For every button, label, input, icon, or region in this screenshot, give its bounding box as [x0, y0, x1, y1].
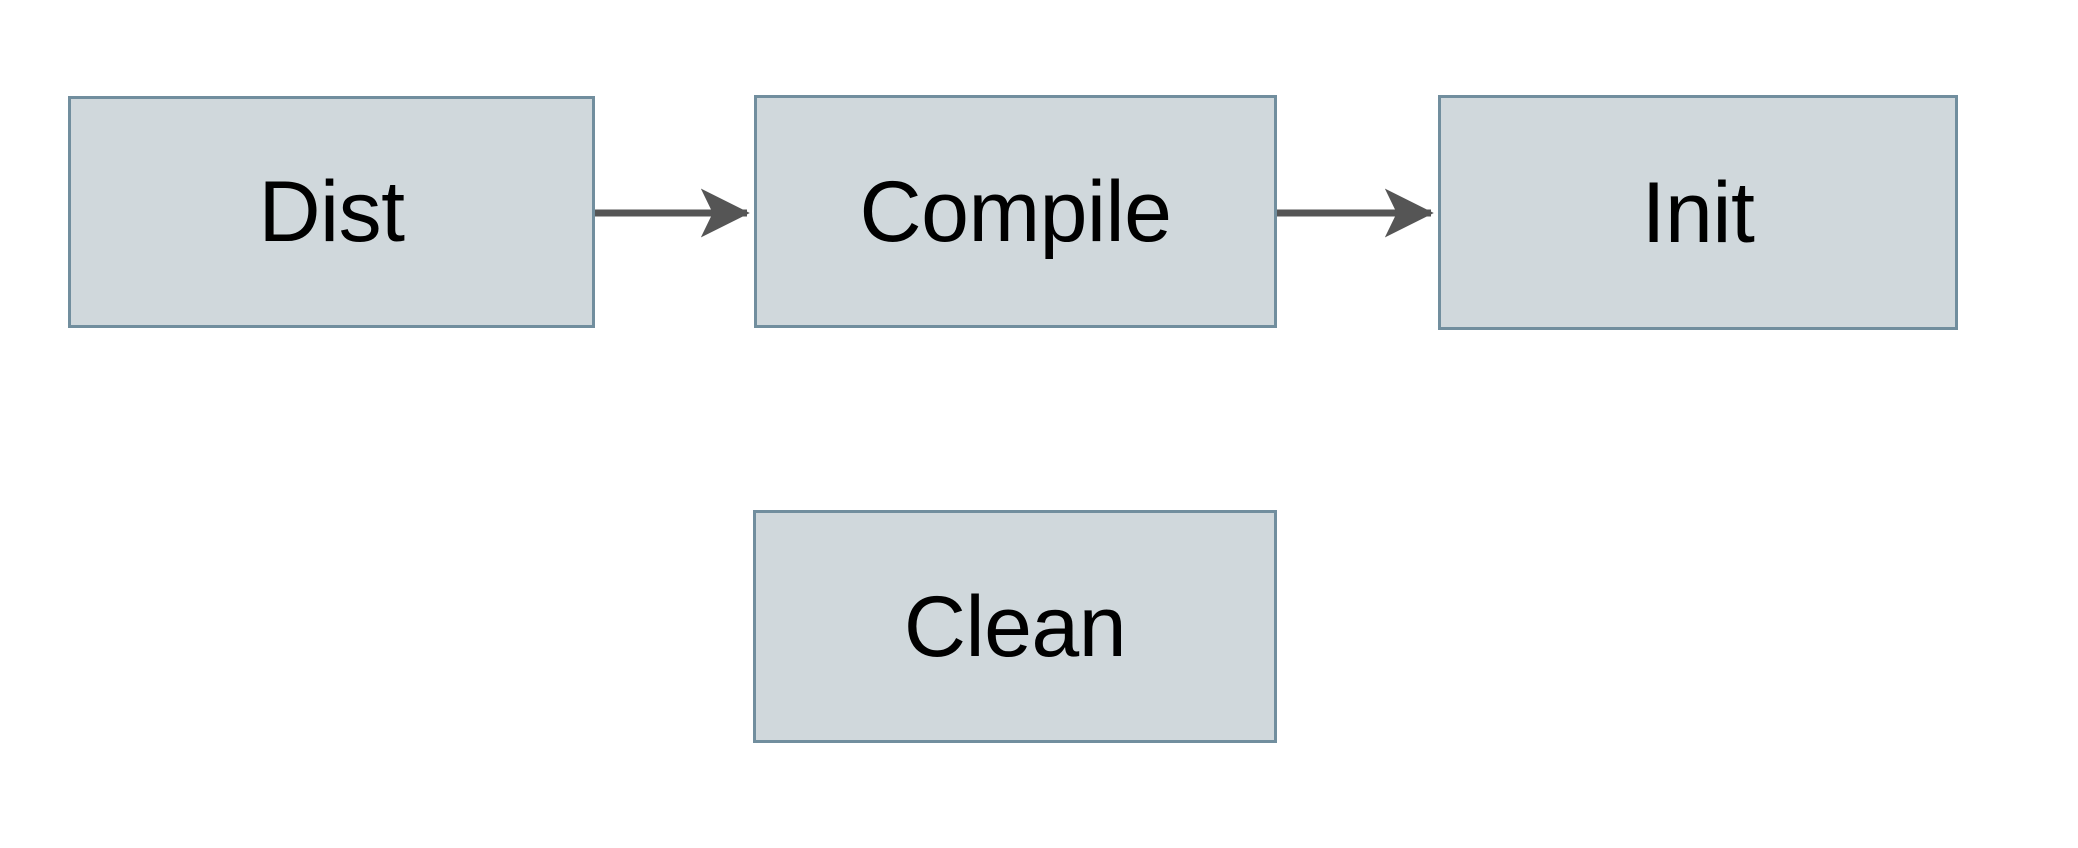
node-init-label: Init: [1641, 164, 1755, 261]
node-compile[interactable]: Compile: [754, 95, 1277, 328]
node-init[interactable]: Init: [1438, 95, 1958, 330]
node-clean[interactable]: Clean: [753, 510, 1277, 743]
node-compile-label: Compile: [859, 163, 1172, 260]
node-clean-label: Clean: [903, 578, 1127, 675]
node-dist-label: Dist: [258, 164, 405, 260]
node-dist[interactable]: Dist: [68, 96, 595, 328]
